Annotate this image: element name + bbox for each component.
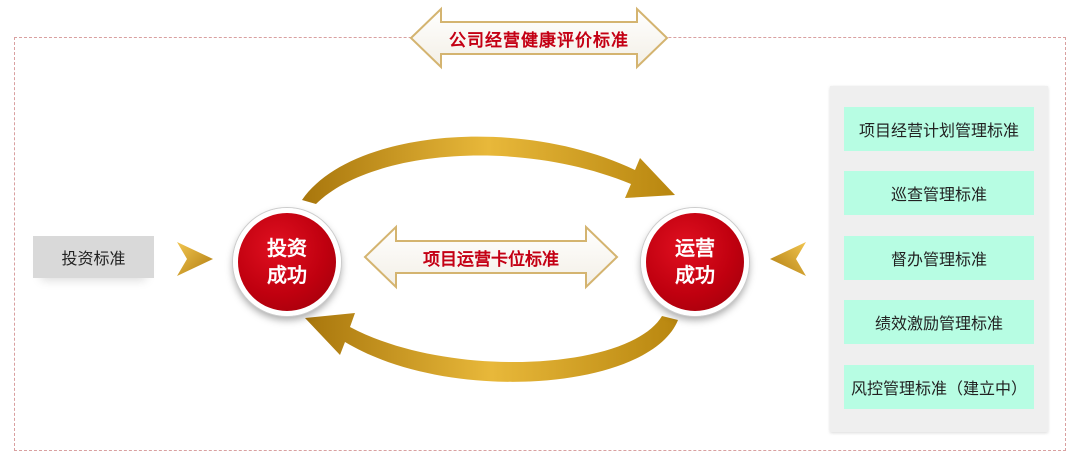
right-chevron-icon bbox=[177, 242, 213, 276]
invest-success-circle: 投资 成功 bbox=[233, 208, 341, 316]
title-text: 公司经营健康评价标准 bbox=[449, 30, 629, 51]
left-standard-box: 投资标准 bbox=[33, 236, 154, 278]
title-double-arrow bbox=[409, 6, 669, 70]
top-cycle-arrow bbox=[302, 136, 675, 204]
right-standard-item: 巡查管理标准 bbox=[844, 171, 1034, 215]
operate-success-label: 运营 成功 bbox=[675, 236, 715, 287]
right-standard-item: 项目经营计划管理标准 bbox=[844, 107, 1034, 151]
cycle-arcs bbox=[302, 136, 678, 382]
operate-success-circle: 运营 成功 bbox=[641, 208, 749, 316]
middle-double-arrow bbox=[363, 224, 619, 290]
right-standard-item: 督办管理标准 bbox=[844, 236, 1034, 280]
middle-standard-text: 项目运营卡位标准 bbox=[423, 249, 559, 270]
right-standard-item: 绩效激励管理标准 bbox=[844, 300, 1034, 344]
bottom-cycle-arrow bbox=[305, 313, 678, 382]
left-chevron-icon bbox=[770, 242, 806, 276]
invest-success-label: 投资 成功 bbox=[267, 236, 307, 287]
right-standard-item: 风控管理标准（建立中） bbox=[844, 365, 1034, 409]
